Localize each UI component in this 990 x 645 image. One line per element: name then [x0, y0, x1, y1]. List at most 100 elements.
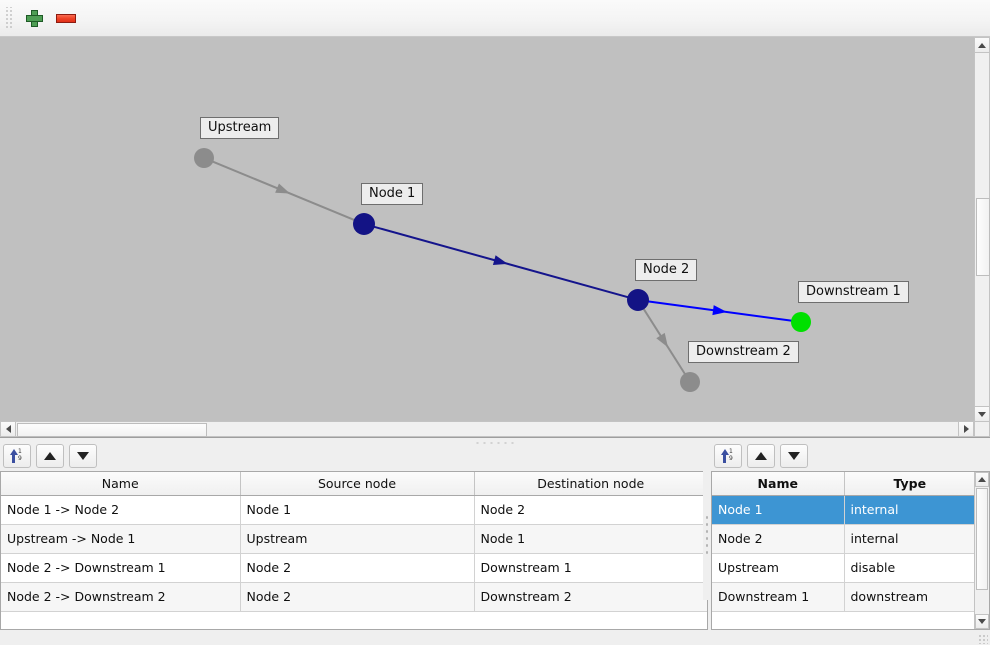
- graph-scroll-down-button[interactable]: [974, 406, 990, 422]
- splitter-grip-icon: [474, 441, 516, 444]
- graph-edge-arrow-node1-node2: [492, 255, 508, 265]
- graph-node-node1[interactable]: [353, 213, 375, 235]
- graph-node-label-node1[interactable]: Node 1: [361, 183, 424, 205]
- edges-table-row-name: Node 1 -> Node 2: [1, 495, 241, 525]
- horizontal-splitter[interactable]: [0, 438, 990, 446]
- edges-column-name[interactable]: Name: [1, 472, 241, 496]
- minus-icon: [56, 13, 76, 23]
- vertical-splitter[interactable]: [703, 470, 711, 600]
- nodes-move-down-button[interactable]: [780, 444, 808, 468]
- nodes-vertical-scrollbar[interactable]: [974, 472, 989, 629]
- edges-column-destination[interactable]: Destination node: [474, 472, 707, 496]
- edges-table-row-source: Upstream: [240, 524, 475, 554]
- graph-scroll-left-button[interactable]: [0, 421, 16, 437]
- edges-table-row-name: Upstream -> Node 1: [1, 524, 241, 554]
- graph-vertical-scroll-thumb[interactable]: [976, 198, 990, 276]
- edges-table-row-destination: Node 1: [474, 524, 707, 554]
- graph-horizontal-scroll-thumb[interactable]: [17, 423, 207, 437]
- edges-move-up-button[interactable]: [36, 444, 64, 468]
- graph-edge-arrow-node2-downstream2: [656, 332, 669, 348]
- triangle-down-icon: [788, 452, 800, 460]
- nodes-scroll-up-button[interactable]: [975, 472, 989, 487]
- chevron-left-icon: [5, 425, 11, 433]
- triangle-down-icon: [77, 452, 89, 460]
- edges-move-down-button[interactable]: [69, 444, 97, 468]
- chevron-up-icon: [978, 42, 986, 48]
- chevron-down-icon: [978, 619, 986, 624]
- edges-table-row-name: Node 2 -> Downstream 2: [1, 582, 241, 612]
- splitter-grip-icon: [705, 514, 708, 556]
- edges-table-row-source: Node 2: [240, 553, 475, 583]
- graph-edge-arrow-node2-downstream1: [712, 305, 727, 316]
- nodes-table-row-type: downstream: [844, 582, 975, 612]
- chevron-up-icon: [978, 477, 986, 482]
- edges-table-header-row: Name Source node Destination node: [1, 472, 707, 496]
- nodes-table-row-name: Node 2: [712, 524, 845, 554]
- edges-table-container[interactable]: Name Source node Destination node Node 1…: [0, 471, 708, 630]
- remove-node-button[interactable]: [50, 3, 82, 33]
- graph-node-label-downstream1[interactable]: Downstream 1: [798, 281, 909, 303]
- graph-node-label-downstream2[interactable]: Downstream 2: [688, 341, 799, 363]
- resize-grip-icon: [978, 634, 988, 644]
- add-node-button[interactable]: [18, 3, 50, 33]
- scrollbar-corner: [974, 421, 990, 437]
- edges-column-source[interactable]: Source node: [240, 472, 475, 496]
- sort-digit-bottom: 9: [729, 455, 733, 462]
- nodes-scroll-down-button[interactable]: [975, 614, 989, 629]
- nodes-table-row-type: internal: [844, 495, 975, 525]
- graph-node-downstream1[interactable]: [791, 312, 811, 332]
- chevron-down-icon: [978, 411, 986, 417]
- graph-node-node2[interactable]: [627, 289, 649, 311]
- nodes-column-type[interactable]: Type: [844, 472, 975, 496]
- graph-scroll-up-button[interactable]: [974, 37, 990, 53]
- main-toolbar: [0, 0, 990, 37]
- graph-horizontal-scrollbar[interactable]: [0, 421, 974, 437]
- chevron-right-icon: [963, 425, 969, 433]
- nodes-table-row-name: Node 1: [712, 495, 845, 525]
- graph-node-downstream2[interactable]: [680, 372, 700, 392]
- graph-node-label-node2[interactable]: Node 2: [635, 259, 698, 281]
- edges-table-row-source: Node 2: [240, 582, 475, 612]
- graph-scroll-right-button[interactable]: [958, 421, 974, 437]
- nodes-table-row-type: disable: [844, 553, 975, 583]
- nodes-move-up-button[interactable]: [747, 444, 775, 468]
- nodes-column-name[interactable]: Name: [712, 472, 845, 496]
- edges-table-row-destination: Downstream 2: [474, 582, 707, 612]
- graph-vertical-scrollbar[interactable]: [974, 37, 990, 422]
- nodes-vertical-scroll-thumb[interactable]: [976, 488, 988, 590]
- plus-icon: [25, 9, 43, 27]
- graph-node-upstream[interactable]: [194, 148, 214, 168]
- graph-node-label-upstream[interactable]: Upstream: [200, 117, 280, 139]
- triangle-up-icon: [44, 452, 56, 460]
- sort-digit-top: 1: [729, 448, 733, 455]
- triangle-up-icon: [755, 452, 767, 460]
- toolbar-grip-handle[interactable]: [4, 7, 14, 29]
- sort-digit-top: 1: [18, 448, 22, 455]
- status-bar: [0, 631, 990, 645]
- edges-table-row-destination: Downstream 1: [474, 553, 707, 583]
- nodes-table-header-row: Name Type: [712, 472, 975, 496]
- nodes-table-row-name: Downstream 1: [712, 582, 845, 612]
